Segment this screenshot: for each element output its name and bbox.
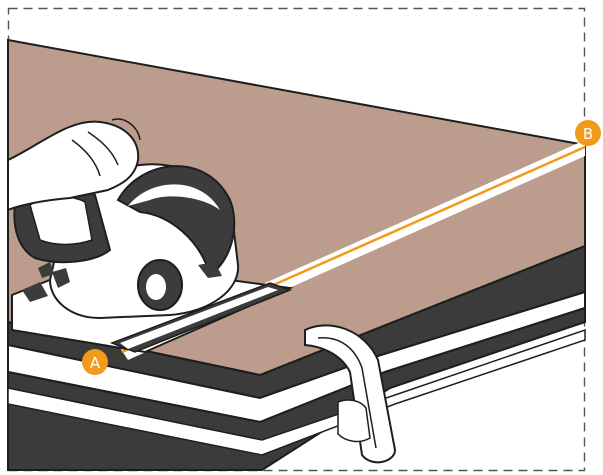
marker-b-label: B <box>583 125 593 143</box>
marker-a: A <box>82 349 108 375</box>
marker-a-label: A <box>90 354 101 372</box>
marker-b: B <box>575 120 601 146</box>
